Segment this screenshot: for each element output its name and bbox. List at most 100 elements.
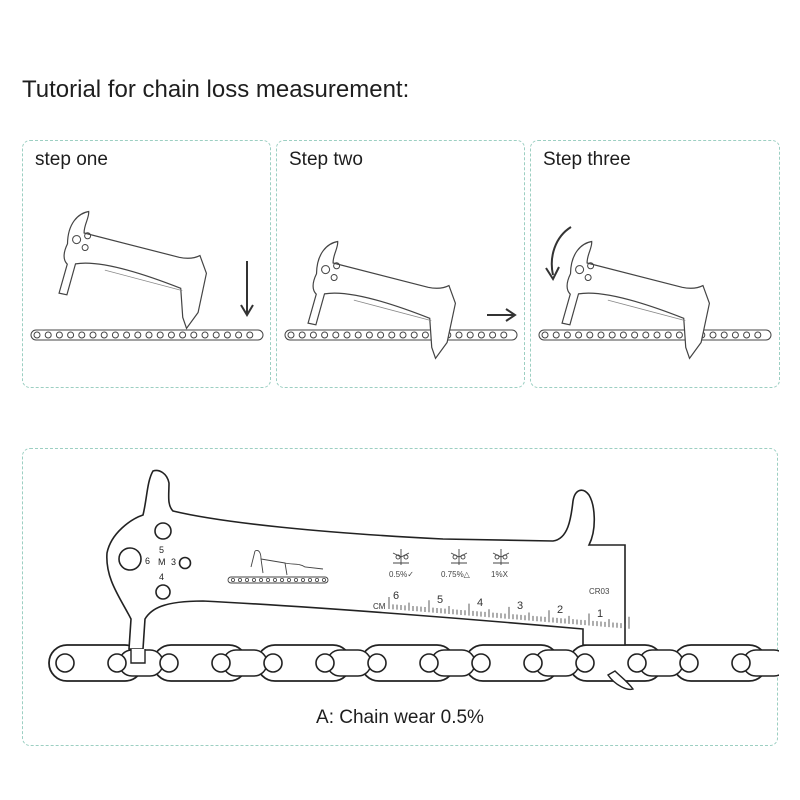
chain-roller — [477, 331, 485, 339]
chain-roller — [167, 331, 175, 339]
chain-roller — [608, 331, 616, 339]
chain-roller — [489, 331, 497, 339]
hole-label-4: 4 — [159, 572, 164, 582]
chain-roller — [332, 331, 340, 339]
chain-roller — [309, 331, 317, 339]
measurement-holes — [118, 522, 192, 600]
chain-roller — [315, 653, 335, 673]
chain-roller — [212, 331, 220, 339]
chain-roller — [134, 331, 142, 339]
chain-roller — [523, 653, 543, 673]
chain-roller — [235, 331, 243, 339]
chain-roller — [100, 331, 108, 339]
chain-roller — [343, 331, 351, 339]
chain-roller — [298, 331, 306, 339]
engraved-roller — [251, 577, 256, 582]
ruler-num-5: 5 — [437, 594, 443, 606]
step-one-panel: step one — [22, 140, 271, 388]
chain-roller — [44, 331, 52, 339]
chain-roller — [563, 331, 571, 339]
chain-roller — [78, 331, 86, 339]
chain-checker-diagram: 5 6 M 3 4 0.5%✓ 0.75%△ 1%X CR03 — [48, 469, 779, 691]
ruler-unit: CM — [373, 602, 386, 611]
engraved-roller — [258, 577, 263, 582]
engraved-roller — [237, 577, 242, 582]
chain-roller — [575, 653, 595, 673]
chain-roller — [190, 331, 198, 339]
chain-roller — [421, 331, 429, 339]
ruler-num-1: 1 — [597, 608, 603, 620]
step-three-illustration — [538, 226, 772, 360]
step-two-illustration — [284, 240, 518, 360]
engraved-roller — [244, 577, 249, 582]
chain-roller — [541, 331, 549, 339]
chain-roller — [123, 331, 131, 339]
chain-roller — [419, 653, 439, 673]
engraved-chain-icon — [227, 550, 329, 584]
hole-labels: 5 6 M 3 4 — [145, 545, 176, 582]
large-chain — [48, 644, 779, 682]
model-number: CR03 — [589, 587, 610, 596]
engraved-roller — [279, 577, 284, 582]
hole-4 — [155, 584, 171, 600]
step-one-label: step one — [35, 149, 108, 170]
chain-roller — [679, 653, 699, 673]
curved-arrow-icon — [545, 226, 572, 282]
chain-roller — [619, 331, 627, 339]
chain-roller — [575, 331, 583, 339]
engraved-roller — [230, 577, 235, 582]
down-arrow-icon — [240, 261, 254, 317]
detail-panel: 5 6 M 3 4 0.5%✓ 0.75%△ 1%X CR03 — [22, 448, 779, 746]
mini-tool — [58, 210, 208, 330]
chain-roller — [55, 331, 63, 339]
engraved-roller — [265, 577, 270, 582]
ruler-num-6: 6 — [393, 590, 399, 602]
mini-tool — [561, 240, 711, 360]
chain-roller — [365, 331, 373, 339]
step-two-label: Step two — [289, 149, 363, 170]
chain-roller — [627, 653, 647, 673]
chain-roller — [500, 331, 508, 339]
chain-roller — [731, 653, 751, 673]
ruler-numbers: 6 5 4 3 2 1 — [393, 590, 603, 620]
chain-roller — [466, 331, 474, 339]
chain-roller — [156, 331, 164, 339]
hole-label-5: 5 — [159, 545, 164, 555]
mini-chain — [284, 329, 518, 341]
wear-indicator-icons — [392, 549, 510, 565]
chain-roller — [709, 331, 717, 339]
chain-roller — [354, 331, 362, 339]
ruler-num-4: 4 — [477, 597, 483, 609]
chain-roller — [586, 331, 594, 339]
chain-roller — [455, 331, 463, 339]
engraved-roller — [293, 577, 298, 582]
chain-roller — [731, 331, 739, 339]
mini-chain — [538, 329, 772, 341]
hole-label-3: 3 — [171, 557, 176, 567]
caption: A: Chain wear 0.5% — [316, 707, 484, 728]
chain-roller — [642, 331, 650, 339]
chain-roller — [399, 331, 407, 339]
chain-roller — [111, 331, 119, 339]
hole-label-m: M — [158, 557, 166, 567]
right-arrow-icon — [487, 308, 517, 322]
step-two-panel: Step two — [276, 140, 525, 388]
chain-roller — [211, 653, 231, 673]
engraved-roller — [272, 577, 277, 582]
chain-roller — [89, 331, 97, 339]
wear-label-2: 1%X — [491, 570, 509, 579]
chain-roller — [664, 331, 672, 339]
chain-roller — [552, 331, 560, 339]
chain-roller — [471, 653, 491, 673]
hook-tooth — [606, 670, 635, 691]
mini-chain — [30, 329, 264, 341]
hole-5 — [154, 522, 172, 540]
chain-roller — [159, 653, 179, 673]
chain-roller — [33, 331, 41, 339]
hole-label-6: 6 — [145, 556, 150, 566]
engraved-chain-links — [230, 577, 326, 582]
page-title: Tutorial for chain loss measurement: — [22, 76, 410, 103]
wear-label-1: 0.75%△ — [441, 570, 471, 579]
engraved-roller — [307, 577, 312, 582]
chain-roller — [675, 331, 683, 339]
